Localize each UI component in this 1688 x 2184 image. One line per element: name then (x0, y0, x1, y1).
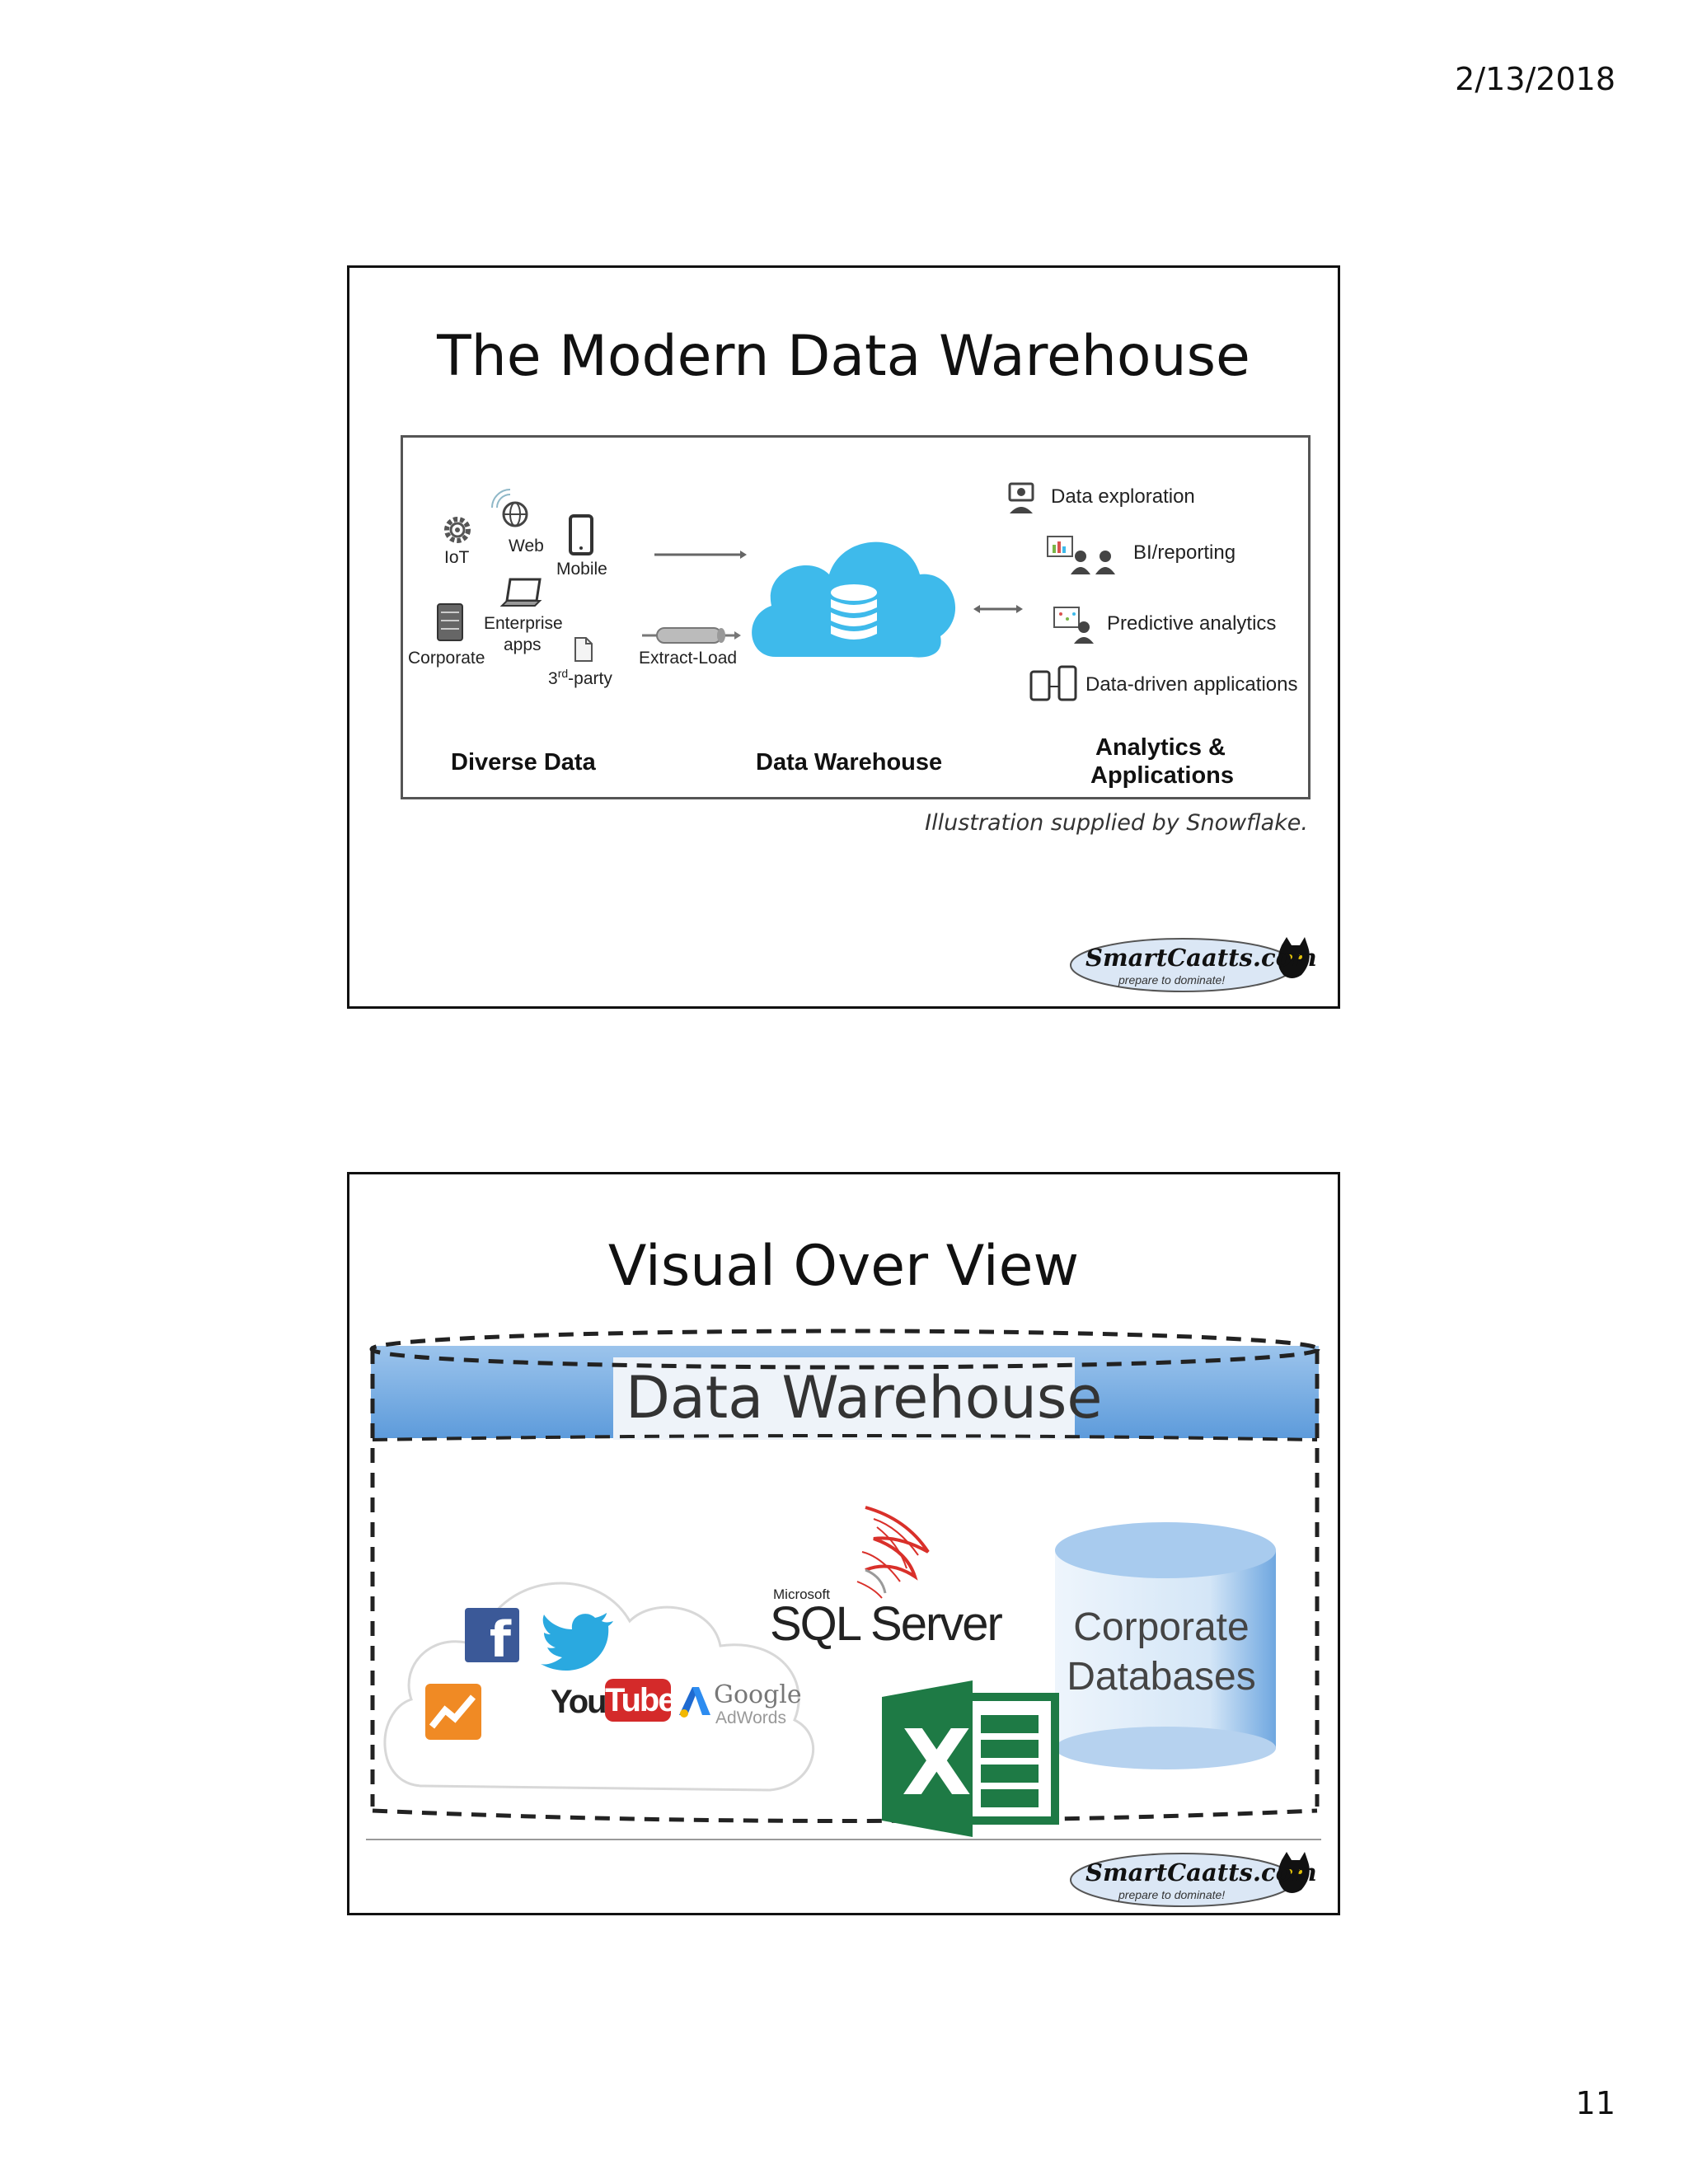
corporate-line2: Databases (1067, 1655, 1256, 1699)
gear-icon (444, 517, 471, 543)
corporate-databases-label: Corporate Databases (1067, 1603, 1256, 1702)
devices-icon (1029, 665, 1077, 701)
data-driven-apps-label: Data-driven applications (1085, 673, 1298, 696)
analytics-header-line1: Analytics & (1095, 734, 1226, 761)
slide-title: Visual Over View (607, 1234, 1080, 1299)
bi-users-icon (1047, 536, 1115, 574)
globe-icon (491, 489, 528, 527)
server-icon (437, 603, 463, 641)
corporate-label: Corporate (408, 649, 485, 668)
sql-server-icon (856, 1506, 930, 1599)
facebook-icon: f (465, 1608, 519, 1669)
predictive-analytics-label: Predictive analytics (1107, 612, 1277, 635)
slide-title: The Modern Data Warehouse (437, 324, 1250, 389)
enterprise-label-line1: Enterprise (484, 614, 563, 633)
mobile-icon (569, 514, 593, 555)
logo-name: SmartCaatts.com (1085, 1858, 1317, 1886)
iot-label: IoT (444, 548, 470, 567)
diagram-caption: Illustration supplied by Snowflake. (925, 810, 1308, 836)
microsoft-label: Microsoft (773, 1586, 830, 1602)
youtube-tube-badge: Tube (605, 1679, 677, 1722)
page-number: 11 (1575, 2085, 1615, 2121)
logo-tagline: prepare to dominate! (1118, 973, 1226, 987)
document-icon (574, 637, 593, 662)
extract-load-label: Extract-Load (639, 649, 738, 668)
corporate-line1: Corporate (1073, 1605, 1250, 1649)
bi-reporting-label: BI/reporting (1133, 541, 1236, 564)
enterprise-label-line2: apps (504, 635, 542, 654)
data-exploration-label: Data exploration (1051, 485, 1195, 508)
web-label: Web (509, 537, 544, 555)
logo-ellipse (1070, 1852, 1310, 1907)
twitter-icon (541, 1613, 613, 1671)
warehouse-cylinder (369, 1329, 1320, 1823)
slide-modern-data-warehouse: The Modern Data Warehouse IoT Web Mobile (347, 265, 1340, 1009)
data-warehouse-visual: Data Warehouse f You Tube Google AdWords (366, 1324, 1326, 1837)
smartcaatts-logo: SmartCaatts.com prepare to dominate! (1067, 1849, 1317, 1910)
google-label: Google (714, 1680, 802, 1709)
logo-tagline: prepare to dominate! (1118, 1888, 1226, 1901)
pipe-icon (642, 627, 741, 644)
analytics-icon (425, 1684, 481, 1740)
mobile-label: Mobile (556, 560, 607, 579)
analytics-header-line2: Applications (1090, 762, 1235, 789)
data-warehouse-band-label: Data Warehouse (626, 1364, 1103, 1432)
arrow-right-icon (654, 551, 747, 559)
excel-letter: X (902, 1710, 972, 1816)
arrow-both-icon (973, 605, 1023, 613)
diverse-data-header: Diverse Data (451, 749, 596, 776)
slide-visual-overview: Visual Over View (347, 1172, 1340, 1915)
adwords-label: AdWords (715, 1708, 786, 1727)
data-warehouse-header: Data Warehouse (756, 749, 943, 776)
third-party-label: 3rd-party (548, 667, 612, 688)
sql-server-label: SQL Server (770, 1597, 1003, 1651)
user-screen-icon (1008, 482, 1034, 513)
slide-divider (366, 1839, 1321, 1840)
cloud-database-icon (752, 541, 956, 658)
logo-name: SmartCaatts.com (1085, 944, 1317, 972)
laptop-icon (499, 578, 542, 607)
adwords-icon (679, 1687, 710, 1718)
predictive-icon (1053, 607, 1094, 644)
smartcaatts-logo: SmartCaatts.com prepare to dominate! (1067, 934, 1317, 995)
architecture-diagram: IoT Web Mobile Corporate Ente (401, 435, 1311, 799)
youtube-you-text: You (551, 1684, 607, 1720)
excel-icon (882, 1680, 1059, 1837)
logo-ellipse (1070, 937, 1310, 992)
page-date: 2/13/2018 (1455, 61, 1615, 97)
